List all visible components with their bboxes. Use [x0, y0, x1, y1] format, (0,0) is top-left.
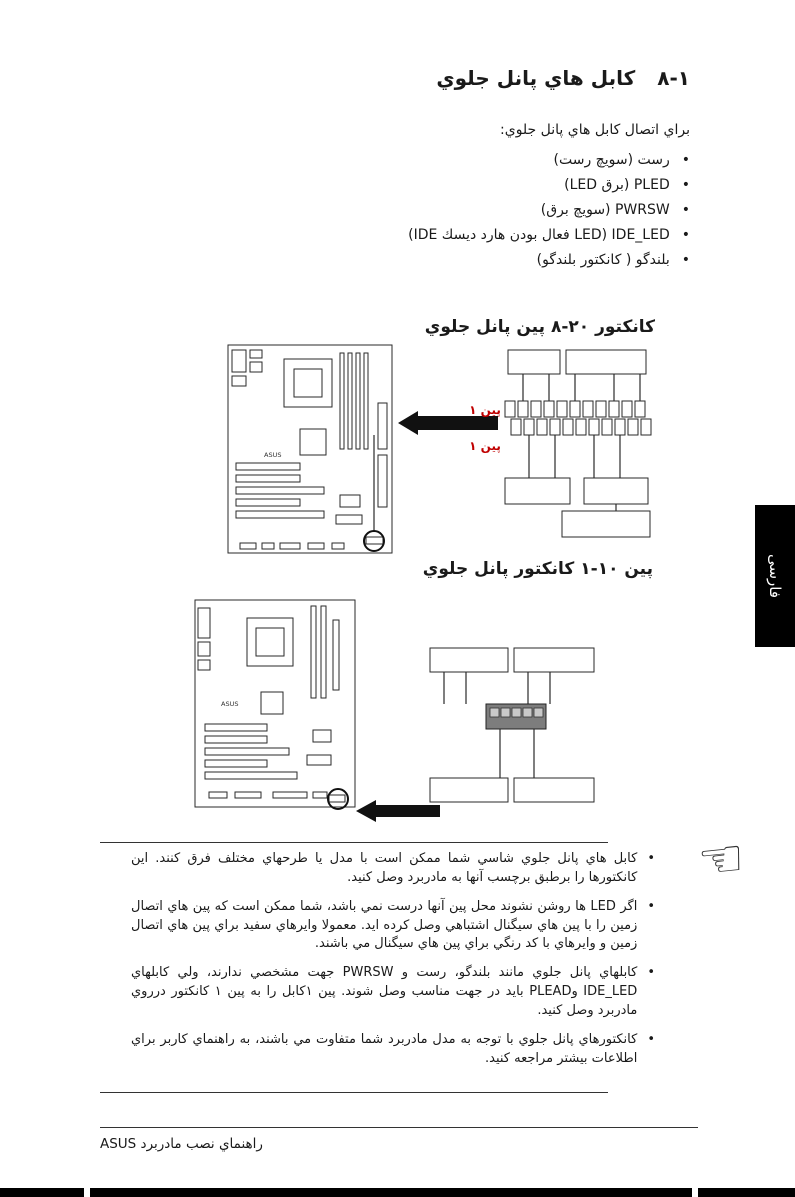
- list-item: • PWRSW (سويچ برق): [408, 202, 690, 218]
- front-panel-diagram-20-8: ASUS: [227, 344, 652, 554]
- list-item: • رست (سويچ رست): [408, 152, 690, 168]
- bullet-icon: •: [647, 965, 655, 981]
- bottom-bar-segment: [90, 1188, 692, 1197]
- bullet-icon: •: [681, 252, 690, 268]
- list-item-text: PWRSW (سويچ برق): [540, 202, 670, 218]
- pin1-label: پين ١: [469, 403, 501, 417]
- pin-connector-diagram-10-1: [429, 647, 595, 803]
- connector-list: • رست (سويچ رست) • PLED (برق LED) • PWRSW (…: [408, 152, 690, 277]
- pointing-hand-icon: ☜: [694, 827, 748, 893]
- bullet-icon: •: [681, 227, 690, 243]
- footer-text: راهنماي نصب مادربرد ASUS: [100, 1136, 263, 1152]
- diagram1-title: كانكتور ٢٠-٨ پين پانل جلوي: [424, 317, 655, 337]
- language-tab: فارسى: [755, 505, 795, 647]
- intro-text: براي اتصال كابل هاي پانل جلوي:: [500, 122, 690, 138]
- bullet-icon: •: [647, 898, 655, 914]
- list-item-text: IDE_LED (LED فعال بودن هارد ديسك IDE): [408, 227, 670, 243]
- notes-divider-top: [100, 842, 608, 843]
- section-number: ١-٨: [657, 66, 690, 90]
- note-item: • كابلهاي پانل جلوي مانند بلندگو، رست و P…: [131, 964, 655, 1021]
- bottom-bar: [0, 1188, 795, 1197]
- section-title: كابل هاي پانل جلوي: [436, 66, 636, 90]
- list-item: • PLED (برق LED): [408, 177, 690, 193]
- notes-divider-bottom: [100, 1092, 608, 1093]
- note-text: كابلهاي پانل جلوي مانند بلندگو، رست و PW…: [131, 965, 638, 1018]
- note-item: • كانكتورهاي پانل جلوي با توجه به مدل ماد…: [131, 1031, 655, 1069]
- list-item: • بلندگو ( كانكتور بلندگو): [408, 252, 690, 268]
- bottom-bar-segment: [698, 1188, 795, 1197]
- motherboard-diagram-1: ASUS: [227, 344, 393, 554]
- connector-highlight-circle-2: [327, 788, 349, 810]
- note-text: كانكتورهاي پانل جلوي با توجه به مدل مادر…: [131, 1031, 638, 1066]
- bottom-bar-segment: [0, 1188, 84, 1197]
- board-brand-label: ASUS: [221, 700, 238, 708]
- bullet-icon: •: [647, 851, 655, 866]
- note-item: • اگر LED ها روشن نشوند محل پين آنها درست…: [131, 898, 655, 955]
- bullet-icon: •: [647, 1031, 655, 1047]
- note-text: اگر LED ها روشن نشوند محل پين آنها درست …: [131, 898, 638, 952]
- note-item: • كابل هاي پانل جلوي شاسي شما ممكن است با…: [131, 850, 655, 888]
- note-text: كابل هاي پانل جلوي شاسي شما ممكن است با …: [131, 851, 638, 885]
- diagram2-title: پين ١٠-١ كانكتور پانل جلوي: [422, 559, 653, 579]
- connector-highlight-circle-1: [363, 530, 385, 552]
- front-panel-diagram-10-1: ASUS: [194, 599, 595, 822]
- bullet-icon: •: [681, 152, 690, 168]
- list-item-text: رست (سويچ رست): [553, 152, 670, 168]
- bullet-icon: •: [681, 177, 690, 193]
- footer-divider: [100, 1127, 698, 1128]
- list-item: • IDE_LED (LED فعال بودن هارد ديسك IDE): [408, 227, 690, 243]
- board-location-arrow-1: [398, 411, 498, 435]
- list-item-text: بلندگو ( كانكتور بلندگو): [536, 252, 670, 268]
- bullet-icon: •: [681, 202, 690, 218]
- page-title: ١-٨ كابل هاي پانل جلوي: [436, 66, 690, 90]
- board-brand-label: ASUS: [264, 451, 281, 459]
- notes-list: • كابل هاي پانل جلوي شاسي شما ممكن است با…: [131, 850, 655, 1078]
- pin-connector-diagram-20-8: پين ١ پين ١: [469, 349, 652, 538]
- list-item-text: PLED (برق LED): [564, 177, 670, 193]
- board-location-arrow-2: [356, 800, 440, 822]
- motherboard-diagram-2: ASUS: [194, 599, 356, 808]
- language-tab-label: فارسى: [766, 553, 784, 599]
- pin1-label: پين ١: [469, 439, 501, 453]
